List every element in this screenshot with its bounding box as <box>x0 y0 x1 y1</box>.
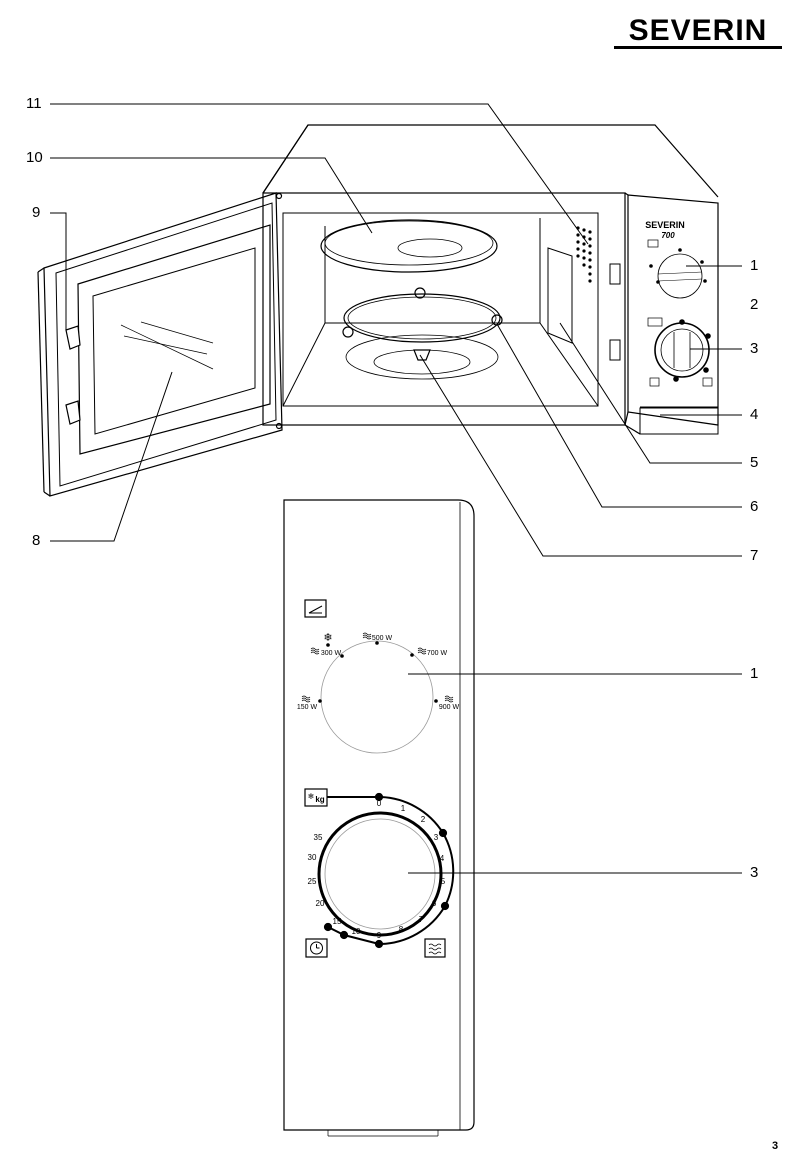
small-timer-dial <box>654 322 710 378</box>
timer-arc <box>327 796 455 946</box>
power-label-700w: 700 W <box>427 650 448 657</box>
panel-model-text: 700 <box>661 231 675 240</box>
svg-text:❄: ❄ <box>308 792 315 801</box>
glass-tray <box>320 219 498 273</box>
power-label-500w: 500 W <box>372 635 393 642</box>
door-window <box>77 224 271 455</box>
callout-5: 5 <box>750 454 759 471</box>
timer-mark-4: 4 <box>440 854 445 863</box>
timer-dial-outer <box>317 811 443 937</box>
callout-1: 1 <box>750 257 759 274</box>
callout-8: 8 <box>32 532 41 549</box>
page-number: 3 <box>772 1140 779 1152</box>
latch-hole-top <box>609 263 621 285</box>
timer-mark-5: 5 <box>441 877 446 886</box>
timer-mark-2: 2 <box>421 815 426 824</box>
timer-mark-1: 1 <box>401 804 406 813</box>
microwave-icon-box <box>424 938 446 958</box>
timer-mark-30: 30 <box>308 853 317 862</box>
vent-grille <box>576 226 592 283</box>
callout-7: 7 <box>750 547 759 564</box>
callout-3-detail: 3 <box>750 864 759 881</box>
timer-mark-25: 25 <box>308 877 317 886</box>
leader-lines-upper <box>50 103 742 557</box>
callout-6: 6 <box>750 498 759 515</box>
timer-mark-7: 7 <box>419 915 424 924</box>
power-mode-icon-box <box>304 599 327 618</box>
microwave-waves-icon <box>428 943 442 955</box>
latch-hole-bottom <box>609 339 621 361</box>
wave-icons <box>301 632 454 703</box>
oven-cavity <box>282 212 599 407</box>
leader-lines-lower <box>408 673 742 874</box>
defrost-icon: ❄ <box>323 632 332 644</box>
timer-mark-3: 3 <box>434 833 439 842</box>
kg-label: kg <box>315 795 324 804</box>
timer-mark-20: 20 <box>316 899 325 908</box>
timer-mark-35: 35 <box>314 833 323 842</box>
control-panel-detail: ❄ 150 W 300 W 500 W 700 W 900 W ❄ kg 0 <box>283 499 475 1137</box>
power-label-300w: 300 W <box>321 650 342 657</box>
door-latch-top <box>65 325 81 350</box>
power-label-900w: 900 W <box>439 704 460 711</box>
roller-ring <box>343 293 501 343</box>
callout-3: 3 <box>750 340 759 357</box>
brand-underline <box>614 46 782 49</box>
wall-panel <box>547 247 573 344</box>
oven-front-frame <box>262 192 626 426</box>
timer-scale: 0 1 2 3 4 5 6 7 8 9 10 15 20 25 30 35 <box>308 799 446 940</box>
timer-mark-9: 9 <box>377 931 382 940</box>
door-latch-bottom <box>65 400 81 425</box>
oven-top-edge <box>262 124 719 198</box>
callout-9: 9 <box>32 204 41 221</box>
timer-mark-10: 10 <box>352 927 361 936</box>
callout-2: 2 <box>750 296 759 313</box>
clock-icon-box <box>305 938 328 958</box>
callout-4: 4 <box>750 406 759 423</box>
panel-brand-text: SEVERIN <box>645 220 685 230</box>
timer-mark-8: 8 <box>399 925 404 934</box>
callout-1-detail: 1 <box>750 665 759 682</box>
oven-door <box>43 192 283 497</box>
timer-dial-inner <box>324 818 436 930</box>
drive-coupler <box>413 349 431 361</box>
callout-11: 11 <box>26 95 42 112</box>
power-label-150w: 150 W <box>297 704 318 711</box>
power-dial <box>320 640 434 754</box>
small-power-dial <box>657 253 703 299</box>
door-release-button <box>639 407 719 435</box>
timer-mark-15: 15 <box>333 917 342 926</box>
oven-drawing: SEVERIN 700 <box>37 124 719 497</box>
panel-front <box>283 499 475 1131</box>
clock-icon <box>310 941 323 955</box>
timer-mark-0: 0 <box>377 799 382 808</box>
brand-logo: SEVERIN <box>628 14 768 47</box>
timer-mark-6: 6 <box>432 899 437 908</box>
callout-10: 10 <box>26 149 43 166</box>
cavity-floor <box>345 334 499 380</box>
